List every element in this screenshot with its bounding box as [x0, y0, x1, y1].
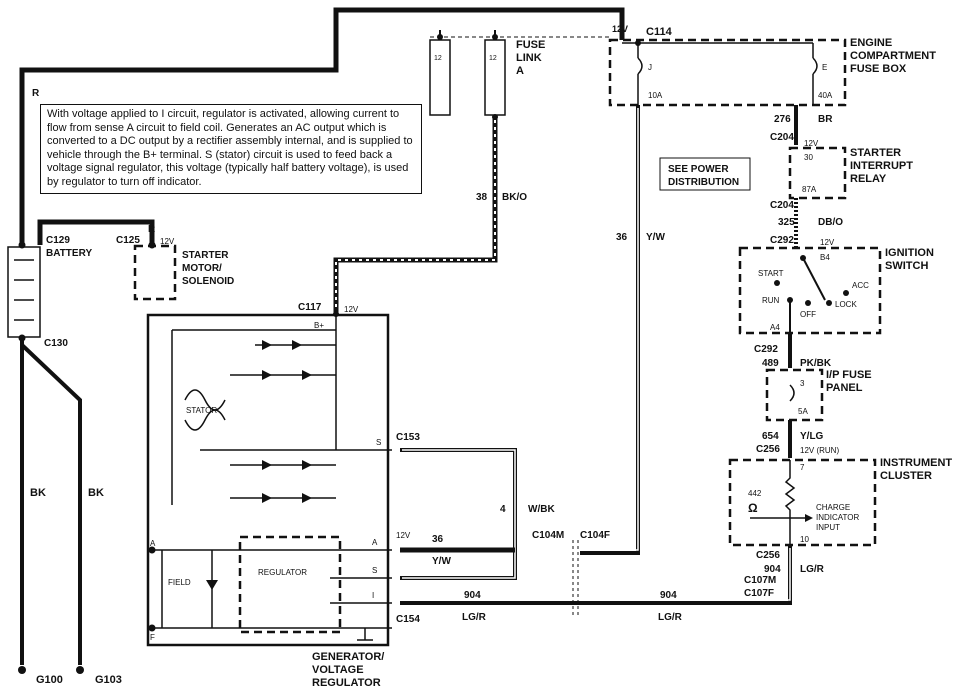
wire-r-main [19, 7, 625, 245]
fuse-link-1 [429, 39, 451, 116]
ip-fuse-panel [765, 368, 824, 422]
fuse-link-2 [484, 39, 506, 116]
regulator-box [238, 535, 342, 634]
instrument-cluster [728, 458, 877, 547]
starter-interrupt-relay [788, 146, 847, 200]
starter-motor [133, 244, 177, 301]
wire-4-wbk [400, 448, 517, 580]
ignition-switch [738, 246, 882, 335]
wire-36-yw [580, 105, 640, 555]
generator-box [146, 313, 390, 647]
engine-fuse-box [608, 38, 847, 107]
explanation-note: With voltage applied to I circuit, regul… [40, 104, 422, 194]
